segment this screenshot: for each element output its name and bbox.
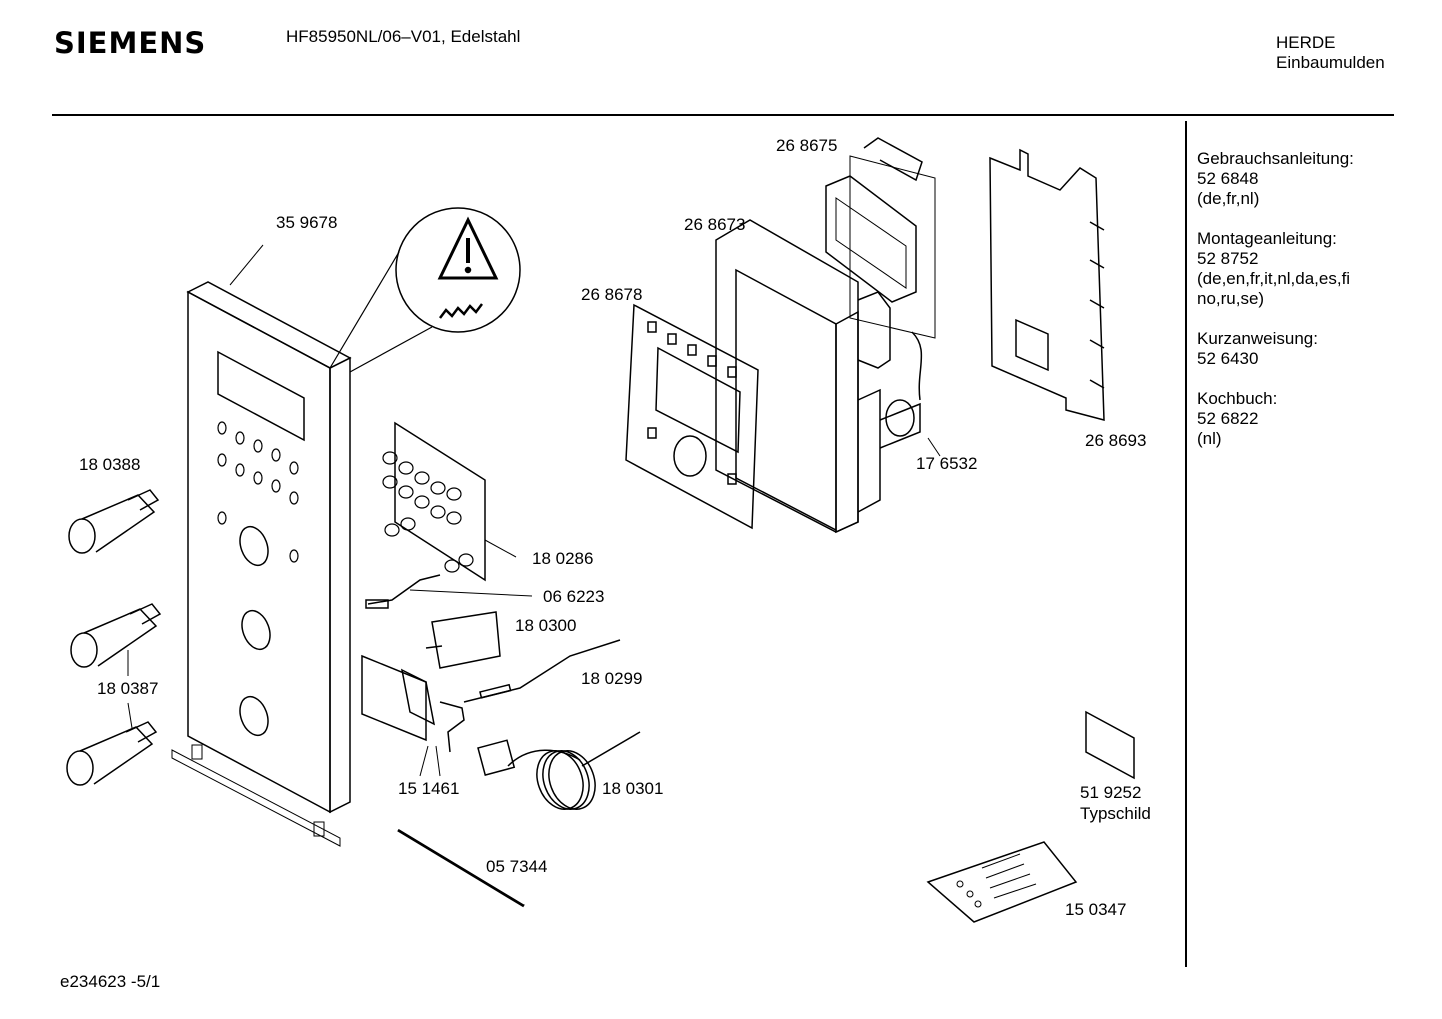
cable-connector — [365, 574, 533, 609]
doc-kochbuch: Kochbuch: 52 6822 (nl) — [1197, 389, 1397, 449]
brand-logo: SIEMENS — [54, 26, 207, 60]
screw-bag — [926, 841, 1078, 923]
part-label-180388: 18 0388 — [79, 455, 141, 474]
part-label-057344: 05 7344 — [486, 857, 548, 876]
part-label-typschild: Typschild — [1080, 804, 1151, 823]
button-board — [382, 421, 517, 582]
doc-number: 52 8752 — [1197, 249, 1259, 268]
part-label-180300: 18 0300 — [515, 616, 577, 635]
display-module — [825, 137, 936, 339]
knob-top — [68, 489, 160, 554]
part-label-268678: 26 8678 — [581, 285, 643, 304]
footer-code: e234623 -5/1 — [60, 972, 161, 991]
side-board — [989, 148, 1105, 421]
knob-bottom — [66, 721, 158, 786]
part-label-151461: 15 1461 — [398, 779, 460, 798]
part-label-268693: 26 8693 — [1085, 431, 1147, 450]
front-panel-drawing — [171, 244, 352, 847]
doc-number: 52 6430 — [1197, 349, 1259, 368]
rod — [397, 827, 525, 908]
doc-gebrauchsanleitung: Gebrauchsanleitung: 52 6848 (de,fr,nl) — [1197, 149, 1397, 209]
spring-icon — [439, 303, 483, 319]
part-label-180299: 18 0299 — [581, 669, 643, 688]
doc-title: Kochbuch: — [1197, 389, 1278, 408]
sidebar-divider — [1185, 121, 1187, 967]
rotary-encoder — [879, 331, 941, 457]
category-einbaumulden: Einbaumulden — [1276, 53, 1385, 72]
part-label-150347: 15 0347 — [1065, 900, 1127, 919]
part-label-066223: 06 6223 — [543, 587, 605, 606]
document-list: Gebrauchsanleitung: 52 6848 (de,fr,nl) M… — [1197, 149, 1397, 469]
part-label-268673: 26 8673 — [684, 215, 746, 234]
doc-languages: no,ru,se) — [1197, 289, 1265, 308]
doc-number: 52 6848 — [1197, 169, 1259, 188]
doc-kurzanweisung: Kurzanweisung: 52 6430 — [1197, 329, 1397, 369]
doc-languages: (de,fr,nl) — [1197, 189, 1260, 208]
knob-middle — [70, 603, 162, 668]
part-label-176532: 17 6532 — [916, 454, 978, 473]
temperature-sensor — [463, 639, 621, 703]
thermostat — [477, 731, 641, 810]
category-herde: HERDE — [1276, 33, 1336, 52]
header-divider — [52, 114, 1394, 116]
doc-number: 52 6822 — [1197, 409, 1259, 428]
rating-plate — [1085, 710, 1135, 780]
control-frame — [625, 303, 759, 530]
doc-title: Kurzanweisung: — [1197, 329, 1318, 348]
selector-switch — [425, 611, 501, 669]
doc-languages: (nl) — [1197, 429, 1222, 448]
bracket — [361, 654, 465, 777]
warning-triangle-icon — [437, 216, 499, 280]
part-label-180301: 18 0301 — [602, 779, 664, 798]
part-label-519252: 51 9252 — [1080, 783, 1142, 802]
doc-languages: (de,en,fr,it,nl,da,es,fi — [1197, 269, 1351, 288]
part-label-268675: 26 8675 — [776, 136, 838, 155]
doc-montageanleitung: Montageanleitung: 52 8752 (de,en,fr,it,n… — [1197, 229, 1397, 309]
doc-title: Gebrauchsanleitung: — [1197, 149, 1354, 168]
part-label-180387: 18 0387 — [97, 679, 159, 698]
part-label-180286: 18 0286 — [532, 549, 594, 568]
doc-title: Montageanleitung: — [1197, 229, 1337, 248]
part-label-359678: 35 9678 — [276, 213, 338, 232]
electronics-housing — [715, 219, 891, 534]
model-title: HF85950NL/06–V01, Edelstahl — [286, 27, 521, 46]
warning-callout — [329, 207, 521, 373]
